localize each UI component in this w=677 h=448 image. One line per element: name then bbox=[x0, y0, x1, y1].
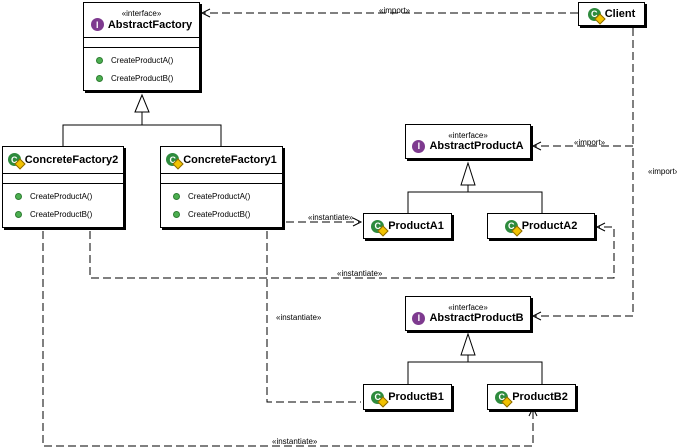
class-name: ProductA2 bbox=[521, 220, 578, 232]
class-icon: C bbox=[504, 219, 518, 233]
class-productb2[interactable]: C ProductB2 bbox=[487, 384, 576, 410]
class-concretefactory2[interactable]: C ConcreteFactory2 CreateProductA() Crea… bbox=[2, 146, 124, 228]
instantiate-label: «instantiate» bbox=[308, 213, 354, 222]
arrowhead bbox=[531, 311, 542, 321]
class-productb1[interactable]: C ProductB1 bbox=[363, 384, 452, 410]
divider bbox=[161, 173, 282, 174]
arrowhead bbox=[200, 8, 211, 18]
stereotype-label: «interface» bbox=[448, 302, 488, 312]
arrowhead bbox=[531, 141, 542, 151]
class-name: ProductB1 bbox=[388, 391, 444, 403]
instantiate-cf2-to-producta2 bbox=[89, 226, 615, 279]
divider bbox=[3, 173, 123, 174]
operation: CreateProductB() bbox=[173, 210, 250, 219]
public-operation-icon bbox=[96, 75, 103, 82]
stereotype-label: «interface» bbox=[121, 9, 162, 18]
operation: CreateProductB() bbox=[15, 210, 92, 219]
class-icon: C bbox=[7, 153, 21, 166]
class-abstractproductb[interactable]: «interface» I AbstractProductB bbox=[405, 296, 531, 331]
class-icon: C bbox=[587, 7, 601, 21]
class-client[interactable]: C Client bbox=[578, 2, 645, 26]
class-abstractproducta[interactable]: «interface» I AbstractProductA bbox=[405, 124, 531, 159]
public-operation-icon bbox=[15, 193, 22, 200]
class-producta1[interactable]: C ProductA1 bbox=[363, 213, 452, 239]
divider bbox=[84, 37, 199, 38]
stereotype-label: «interface» bbox=[448, 130, 488, 140]
class-icon: C bbox=[371, 390, 385, 404]
generalization-triangle bbox=[460, 161, 476, 186]
arrowhead bbox=[595, 222, 606, 232]
instantiate-cf2-to-productb2 bbox=[42, 231, 534, 447]
public-operation-icon bbox=[96, 57, 103, 64]
generalization-factories bbox=[62, 112, 222, 146]
generalization-triangle bbox=[460, 332, 476, 356]
class-abstractfactory[interactable]: «interface» I AbstractFactory CreateProd… bbox=[83, 2, 200, 91]
operation: CreateProductA() bbox=[173, 192, 250, 201]
interface-icon: I bbox=[412, 311, 426, 325]
generalization-triangle bbox=[134, 93, 150, 113]
instantiate-label: «instantiate» bbox=[272, 437, 318, 446]
operation: CreateProductB() bbox=[96, 74, 173, 83]
import-label: «import» bbox=[574, 138, 606, 147]
instantiate-label: «instantiate» bbox=[276, 313, 322, 322]
operation: CreateProductA() bbox=[96, 56, 173, 65]
divider bbox=[3, 183, 123, 184]
class-name: ConcreteFactory2 bbox=[24, 153, 119, 166]
arrowhead bbox=[352, 217, 363, 227]
divider bbox=[84, 47, 199, 48]
instantiate-label: «instantiate» bbox=[337, 269, 383, 278]
import-label: «import» bbox=[379, 6, 411, 15]
interface-icon: I bbox=[90, 18, 104, 31]
operation: CreateProductA() bbox=[15, 192, 92, 201]
divider bbox=[161, 183, 282, 184]
class-concretefactory1[interactable]: C ConcreteFactory1 CreateProductA() Crea… bbox=[160, 146, 283, 228]
instantiate-cf1-to-productb1 bbox=[266, 231, 361, 403]
public-operation-icon bbox=[173, 193, 180, 200]
interface-icon: I bbox=[412, 139, 426, 153]
generalization-product-b bbox=[407, 355, 543, 384]
class-name: AbstractProductB bbox=[429, 312, 524, 324]
class-name: AbstractProductA bbox=[429, 140, 524, 152]
import-label: «import» bbox=[648, 167, 677, 176]
class-name: AbstractFactory bbox=[107, 18, 193, 31]
class-name: ProductB2 bbox=[512, 391, 568, 403]
public-operation-icon bbox=[15, 211, 22, 218]
class-icon: C bbox=[371, 219, 385, 233]
public-operation-icon bbox=[173, 211, 180, 218]
class-icon: C bbox=[166, 153, 180, 166]
class-name: ConcreteFactory1 bbox=[183, 153, 277, 166]
class-name: ProductA1 bbox=[388, 220, 444, 232]
class-producta2[interactable]: C ProductA2 bbox=[487, 213, 595, 239]
class-icon: C bbox=[495, 390, 509, 404]
class-name: Client bbox=[604, 8, 636, 20]
generalization-product-a bbox=[407, 185, 543, 213]
